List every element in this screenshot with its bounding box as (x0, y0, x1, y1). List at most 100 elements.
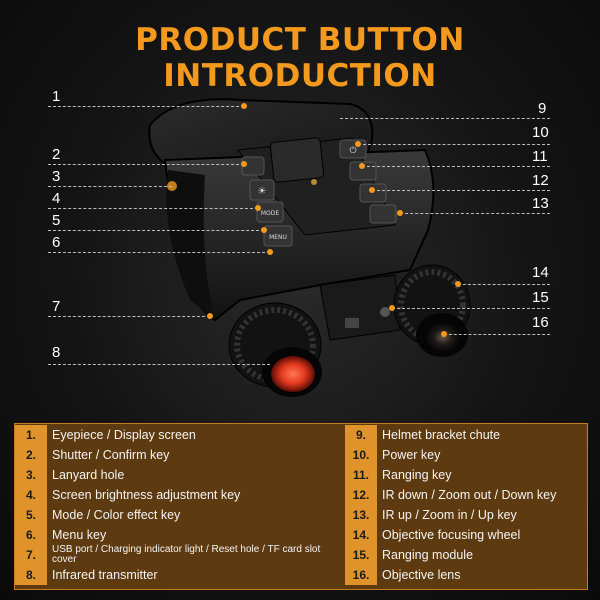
callout-2: 2 (52, 146, 61, 163)
feature-number: 12. (345, 485, 377, 505)
feature-label: Ranging key (382, 468, 452, 482)
callout-12: 12 (532, 172, 549, 189)
feature-row: 13. IR up / Zoom in / Up key (345, 505, 585, 525)
feature-label: Helmet bracket chute (382, 428, 501, 442)
leader-10 (358, 144, 550, 145)
feature-row: 10. Power key (345, 445, 585, 465)
callout-11: 11 (532, 148, 548, 165)
dot-16 (441, 331, 447, 337)
feature-label: IR up / Zoom in / Up key (382, 508, 517, 522)
leader-7 (48, 316, 210, 317)
callout-13: 13 (532, 195, 549, 212)
callout-4: 4 (52, 190, 61, 207)
feature-label: Lanyard hole (52, 468, 125, 482)
feature-label: Objective lens (382, 568, 461, 582)
dot-13 (397, 210, 403, 216)
feature-number: 14. (345, 525, 377, 545)
callout-1: 1 (52, 88, 61, 105)
feature-row: 15. Ranging module (345, 545, 585, 565)
right-buttons: ⏻ (339, 139, 397, 224)
feature-label: Ranging module (382, 548, 474, 562)
callout-6: 6 (52, 234, 61, 251)
leader-5 (48, 230, 264, 231)
dot-12 (369, 187, 375, 193)
dot-6 (267, 249, 273, 255)
feature-number: 8. (15, 565, 47, 585)
feature-number: 15. (345, 545, 377, 565)
svg-text:⏻: ⏻ (349, 145, 356, 156)
feature-label: Power key (382, 448, 441, 462)
feature-number: 11. (345, 465, 377, 485)
callout-16: 16 (532, 314, 549, 331)
feature-row: 3. Lanyard hole (15, 465, 345, 485)
feature-row: 7. USB port / Charging indicator light /… (15, 545, 345, 565)
dot-11 (359, 163, 365, 169)
page-title: PRODUCT BUTTON INTRODUCTION (135, 22, 465, 94)
feature-label: Menu key (52, 528, 107, 542)
leader-1 (48, 106, 244, 107)
callout-9: 9 (538, 100, 547, 117)
feature-label: Objective focusing wheel (382, 528, 521, 542)
feature-label: IR down / Zoom out / Down key (382, 488, 557, 502)
dot-15 (389, 305, 395, 311)
callout-10: 10 (532, 124, 549, 141)
feature-table: 1. Eyepiece / Display screen 2. Shutter … (14, 423, 588, 590)
callout-14: 14 (532, 264, 549, 281)
leader-6 (48, 252, 270, 253)
feature-row: 5. Mode / Color effect key (15, 505, 345, 525)
feature-number: 16. (345, 565, 377, 585)
feature-row: 14. Objective focusing wheel (345, 525, 585, 545)
svg-text:MENU: MENU (269, 234, 287, 241)
feature-row: 4. Screen brightness adjustment key (15, 485, 345, 505)
feature-number: 9. (345, 425, 377, 445)
feature-row: 1. Eyepiece / Display screen (15, 425, 345, 445)
dot-7 (207, 313, 213, 319)
dot-14 (455, 281, 461, 287)
feature-label: USB port / Charging indicator light / Re… (52, 544, 321, 565)
feature-number: 4. (15, 485, 47, 505)
feature-row: 11. Ranging key (345, 465, 585, 485)
dot-2 (241, 161, 247, 167)
feature-number: 13. (345, 505, 377, 525)
feature-row: 16. Objective lens (345, 565, 585, 585)
feature-label: Mode / Color effect key (52, 508, 181, 522)
left-objective (228, 302, 322, 397)
helmet-bracket-chute-shape (269, 137, 325, 183)
callout-7: 7 (52, 298, 61, 315)
right-objective (393, 264, 471, 357)
feature-row: 8. Infrared transmitter (15, 565, 345, 585)
leader-15 (392, 308, 550, 309)
leader-13 (400, 213, 550, 214)
dot-10 (355, 141, 361, 147)
feature-number: 7. (15, 545, 47, 565)
svg-text:MODE: MODE (261, 210, 280, 217)
feature-number: 5. (15, 505, 47, 525)
side-grip (166, 170, 215, 320)
feature-label: Shutter / Confirm key (52, 448, 170, 462)
dot-4 (255, 205, 261, 211)
feature-label: Eyepiece / Display screen (52, 428, 196, 442)
leader-3 (48, 186, 172, 187)
feature-row: 2. Shutter / Confirm key (15, 445, 345, 465)
svg-text:☀: ☀ (258, 186, 267, 197)
dot-5 (261, 227, 267, 233)
leader-9 (340, 118, 550, 119)
binocular-illustration: ☀ MODE MENU ⏻ (148, 98, 471, 397)
leader-16 (444, 334, 550, 335)
callout-15: 15 (532, 289, 549, 306)
leader-8 (48, 364, 270, 365)
feature-label: Infrared transmitter (52, 568, 158, 582)
feature-label: Screen brightness adjustment key (52, 488, 241, 502)
callout-8: 8 (52, 344, 61, 361)
feature-number: 6. (15, 525, 47, 545)
feature-row: 9. Helmet bracket chute (345, 425, 585, 445)
callout-5: 5 (52, 212, 61, 229)
feature-number: 1. (15, 425, 47, 445)
leader-12 (372, 190, 550, 191)
feature-row: 6. Menu key (15, 525, 345, 545)
feature-number: 3. (15, 465, 47, 485)
dot-1 (241, 103, 247, 109)
feature-number: 2. (15, 445, 47, 465)
leader-11 (362, 166, 550, 167)
